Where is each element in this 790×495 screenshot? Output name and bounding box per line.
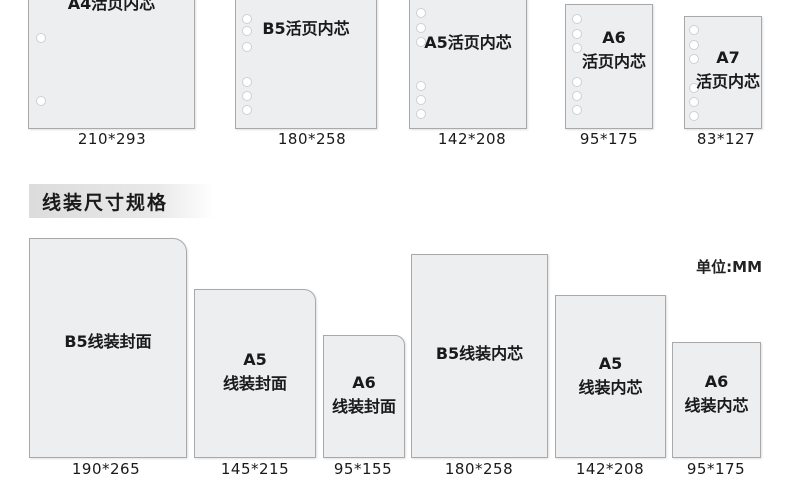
- size-label: 210*293: [77, 130, 147, 148]
- binder-hole-icon: [572, 29, 582, 39]
- a6-inner-card: A6 线装内芯: [672, 342, 761, 458]
- binder-hole-icon: [572, 91, 582, 101]
- size-label: 142*208: [575, 460, 645, 478]
- card-label: A5: [598, 354, 623, 373]
- card-label-sub: 线装封面: [331, 397, 396, 416]
- b5-refill-card: B5活页内芯: [235, 0, 377, 129]
- card-label-sub: 活页内芯: [695, 72, 760, 91]
- binder-hole-icon: [416, 81, 426, 91]
- a6-cover-card: A6 线装封面: [323, 335, 405, 458]
- a5-refill-card: A5活页内芯: [409, 0, 527, 129]
- binder-hole-icon: [689, 54, 699, 64]
- binder-hole-icon: [242, 105, 252, 115]
- a5-inner-card: A5 线装内芯: [555, 295, 666, 458]
- card-label: A6: [704, 372, 729, 391]
- binder-hole-icon: [416, 8, 426, 18]
- size-label: 145*215: [220, 460, 290, 478]
- a4-refill-card: A4活页内芯: [28, 0, 195, 129]
- binder-hole-icon: [36, 33, 46, 43]
- binder-hole-icon: [572, 14, 582, 24]
- card-label-sub: 活页内芯: [581, 52, 646, 71]
- card-label: B5活页内芯: [262, 19, 350, 38]
- binder-hole-icon: [416, 37, 426, 47]
- binder-hole-icon: [689, 111, 699, 121]
- card-label: A5: [243, 350, 267, 369]
- size-label: 190*265: [71, 460, 141, 478]
- card-label: A6: [602, 28, 626, 47]
- card-label: A4活页内芯: [67, 0, 156, 13]
- b5-inner-card: B5线装内芯: [411, 254, 548, 458]
- binder-hole-icon: [689, 25, 699, 35]
- size-label: 180*258: [277, 130, 347, 148]
- binder-hole-icon: [36, 96, 46, 106]
- binder-hole-icon: [242, 14, 252, 24]
- card-label-sub: 线装内芯: [684, 396, 749, 415]
- card-label: A5活页内芯: [424, 33, 512, 52]
- size-label: 142*208: [437, 130, 507, 148]
- binder-hole-icon: [689, 40, 699, 50]
- binder-hole-icon: [242, 26, 252, 36]
- card-label: A7: [716, 48, 740, 67]
- size-label: 180*258: [444, 460, 514, 478]
- a7-refill-card: A7 活页内芯: [684, 16, 762, 129]
- card-label: B5线装封面: [64, 332, 152, 351]
- b5-cover-card: B5线装封面: [29, 238, 187, 458]
- binder-hole-icon: [689, 83, 699, 93]
- card-label-sub: 线装内芯: [578, 378, 643, 397]
- size-label: 83*127: [696, 130, 756, 148]
- binder-hole-icon: [572, 43, 582, 53]
- binder-hole-icon: [689, 97, 699, 107]
- size-label: 95*175: [686, 460, 746, 478]
- card-label-sub: 线装封面: [222, 374, 287, 393]
- section-title-text: 线装尺寸规格: [42, 192, 169, 214]
- size-label: 95*155: [333, 460, 393, 478]
- unit-label: 单位:MM: [696, 258, 762, 276]
- a5-cover-card: A5 线装封面: [194, 289, 316, 458]
- binder-hole-icon: [572, 105, 582, 115]
- card-label: B5线装内芯: [435, 344, 524, 363]
- binder-hole-icon: [242, 91, 252, 101]
- section-title: 线装尺寸规格: [29, 184, 214, 218]
- binder-hole-icon: [572, 77, 582, 87]
- binder-hole-icon: [416, 23, 426, 33]
- size-label: 95*175: [579, 130, 639, 148]
- binder-hole-icon: [416, 95, 426, 105]
- binder-hole-icon: [242, 77, 252, 87]
- a6-refill-card: A6 活页内芯: [565, 4, 653, 129]
- binder-hole-icon: [416, 109, 426, 119]
- binder-hole-icon: [242, 42, 252, 52]
- card-label: A6: [352, 373, 376, 392]
